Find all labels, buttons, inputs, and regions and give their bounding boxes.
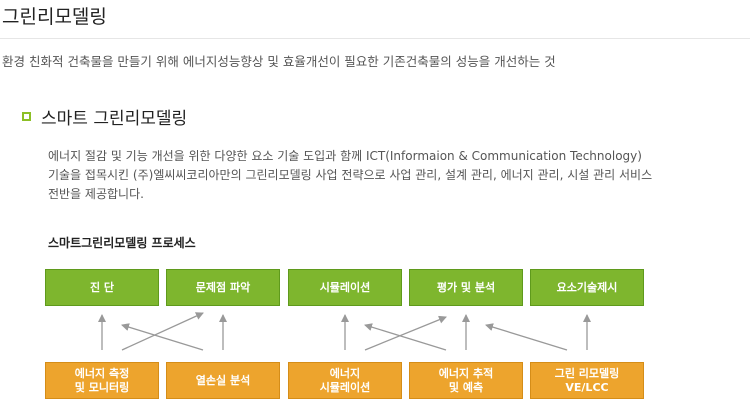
task-label: 및 예측	[448, 380, 484, 394]
step-evaluation: 평가 및 분석	[409, 269, 523, 306]
process-diagram: 진 단 문제점 파악 시뮬레이션 평가 및 분석 요소기술제시 에너지 측정 및…	[0, 255, 750, 405]
arrow-cross	[364, 323, 447, 351]
task-label: 그린 리모델링	[554, 366, 620, 380]
task-label: 열손실 분석	[195, 373, 251, 387]
step-diagnosis: 진 단	[45, 269, 159, 306]
section-header: 스마트 그린리모델링	[22, 104, 187, 129]
arrow-cross	[364, 315, 447, 351]
process-title: 스마트그린리모델링 프로세스	[48, 236, 196, 250]
task-label: 시뮬레이션	[319, 380, 371, 394]
section-body: 에너지 절감 및 기능 개선을 위한 다양한 요소 기술 도입과 함께 ICT(…	[48, 147, 728, 204]
task-ve-lcc: 그린 리모델링 VE/LCC	[530, 362, 644, 399]
task-energy-simulation: 에너지 시뮬레이션	[288, 362, 402, 399]
step-technology-proposal: 요소기술제시	[530, 269, 644, 306]
page-title: 그린리모델링	[2, 6, 107, 28]
body-line: 전반을 제공합니다.	[48, 187, 144, 201]
task-label: 에너지 측정	[74, 366, 130, 380]
process-arrows	[98, 312, 591, 351]
body-line: 기술을 접목시킨 (주)엘씨씨코리아만의 그린리모델링 사업 전략으로 사업 관…	[48, 168, 653, 182]
body-line: 에너지 절감 및 기능 개선을 위한 다양한 요소 기술 도입과 함께 ICT(…	[48, 149, 642, 163]
task-energy-tracking: 에너지 추적 및 예측	[409, 362, 523, 399]
task-energy-measurement: 에너지 측정 및 모니터링	[45, 362, 159, 399]
task-label: 에너지 추적	[438, 366, 494, 380]
step-simulation: 시뮬레이션	[288, 269, 402, 306]
title-divider	[0, 38, 750, 39]
section-title: 스마트 그린리모델링	[41, 109, 188, 129]
task-label: 에너지	[329, 366, 361, 380]
arrow-cross	[485, 323, 568, 351]
page-description: 환경 친화적 건축물을 만들기 위해 에너지성능향상 및 효율개선이 필요한 기…	[2, 54, 556, 69]
task-heat-loss-analysis: 열손실 분석	[166, 362, 280, 399]
arrow-cross	[121, 312, 204, 351]
square-bullet-icon	[22, 112, 31, 121]
task-label: VE/LCC	[565, 380, 609, 394]
step-problem-identification: 문제점 파악	[166, 269, 280, 306]
task-label: 및 모니터링	[74, 380, 130, 394]
arrow-cross	[121, 323, 204, 351]
